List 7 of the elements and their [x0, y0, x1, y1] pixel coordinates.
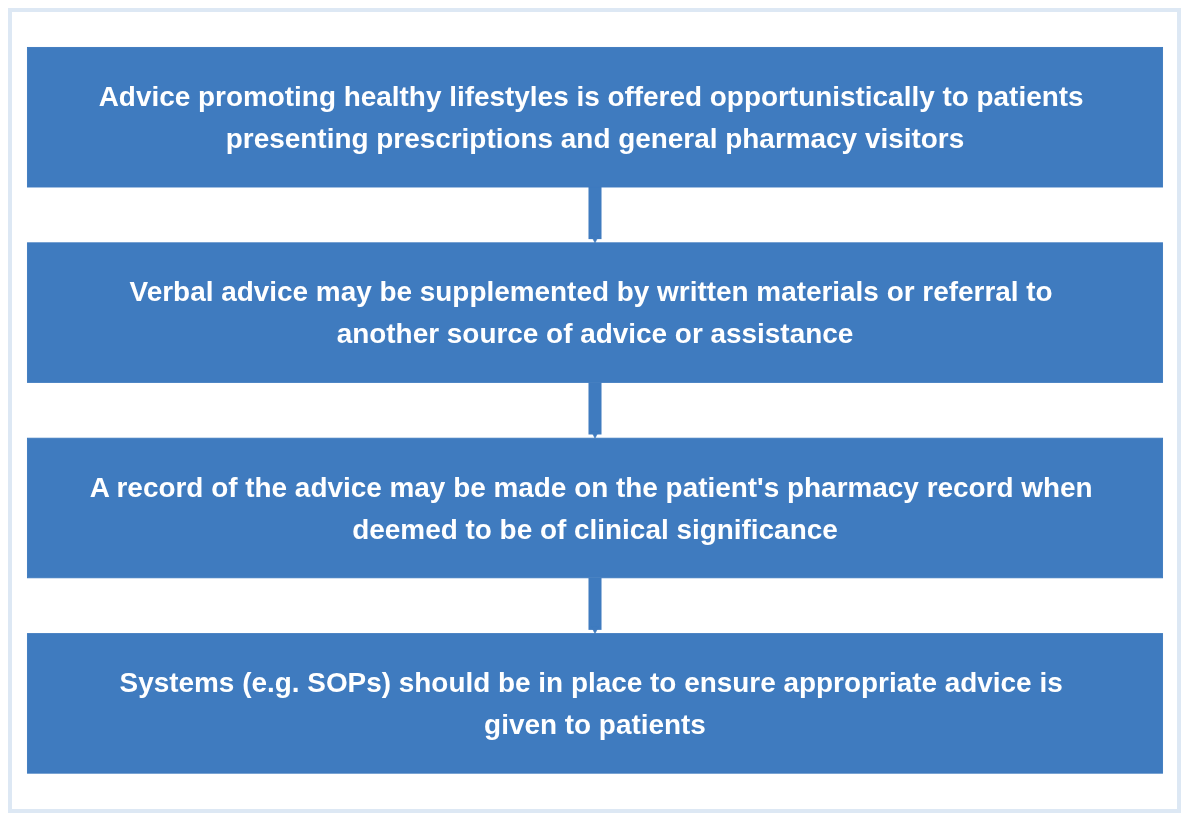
- arrow: [588, 577, 601, 635]
- arrow: [588, 187, 601, 244]
- arrow: [588, 382, 601, 439]
- node-box: A record of the advice may be made on the patient's pharmacy record when deemed to be of clinical significance: [26, 437, 1163, 579]
- node-box: Verbal advice may be supplemented by written materials or referral to another source of advice or assistance: [26, 242, 1163, 384]
- node-box: Advice promoting healthy lifestyles is offered opportunistically to patients presenting prescriptions and general pharmacy visitors: [26, 47, 1163, 188]
- node-box: Systems (e.g. SOPs) should be in place to ensure appropriate advice is given to patients: [26, 633, 1163, 774]
